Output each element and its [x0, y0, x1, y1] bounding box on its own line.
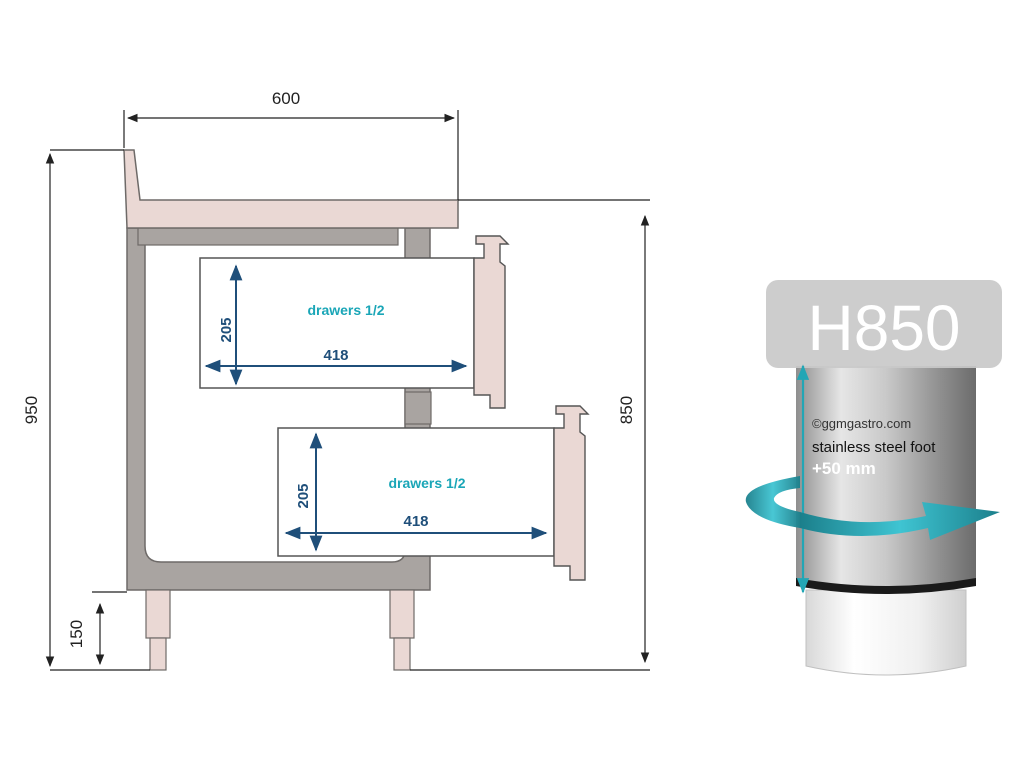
- drawer-box: [277, 427, 555, 557]
- rotation-arrow-back: [745, 476, 800, 528]
- foot-description: stainless steel foot: [812, 439, 936, 456]
- drawer-upper: 205 418 drawers 1/2: [199, 235, 510, 409]
- drawer-front: [553, 405, 590, 581]
- foot-cylinder: [796, 366, 976, 590]
- under-top-rail: [137, 227, 399, 246]
- drawer-height-label: 205: [295, 483, 312, 508]
- leg-left-upper: [145, 589, 171, 639]
- drawer-lower: 205 418 drawers 1/2: [277, 405, 590, 581]
- worktop-upstand: [123, 149, 459, 229]
- drawer-type-label: drawers 1/2: [307, 302, 384, 318]
- drawer-type-label: drawers 1/2: [388, 475, 465, 491]
- drawer-depth-label: 418: [323, 347, 348, 364]
- total-height-label: 950: [22, 396, 41, 424]
- drawer-front: [473, 235, 510, 409]
- leg-right-upper: [389, 589, 415, 639]
- width-label: 600: [272, 89, 300, 108]
- height-badge-text: H850: [808, 292, 961, 364]
- foot-adjustment: +50 mm: [812, 459, 876, 478]
- mid-rail: [404, 391, 432, 425]
- foot-illustration: H850 ©ggmgastro.com stainless steel foot…: [745, 280, 1002, 676]
- height-badge: [766, 280, 1002, 368]
- watermark: ©ggmgastro.com: [812, 416, 911, 431]
- foot-ring: [796, 578, 976, 594]
- drawer-height-label: 205: [218, 317, 235, 342]
- leg-left-lower: [149, 637, 167, 671]
- cabinet-legs: [145, 589, 415, 671]
- cabinet-frame: [123, 149, 459, 591]
- drawer-box: [199, 257, 475, 389]
- dimension-lines: 600 950 850 150: [22, 89, 650, 671]
- leg-right-lower: [393, 637, 411, 671]
- working-height-label: 850: [617, 396, 636, 424]
- rotation-arrow-icon: [800, 502, 1000, 540]
- drawer-depth-label: 418: [403, 513, 428, 530]
- foot-base: [805, 589, 967, 676]
- leg-height-label: 150: [67, 620, 86, 648]
